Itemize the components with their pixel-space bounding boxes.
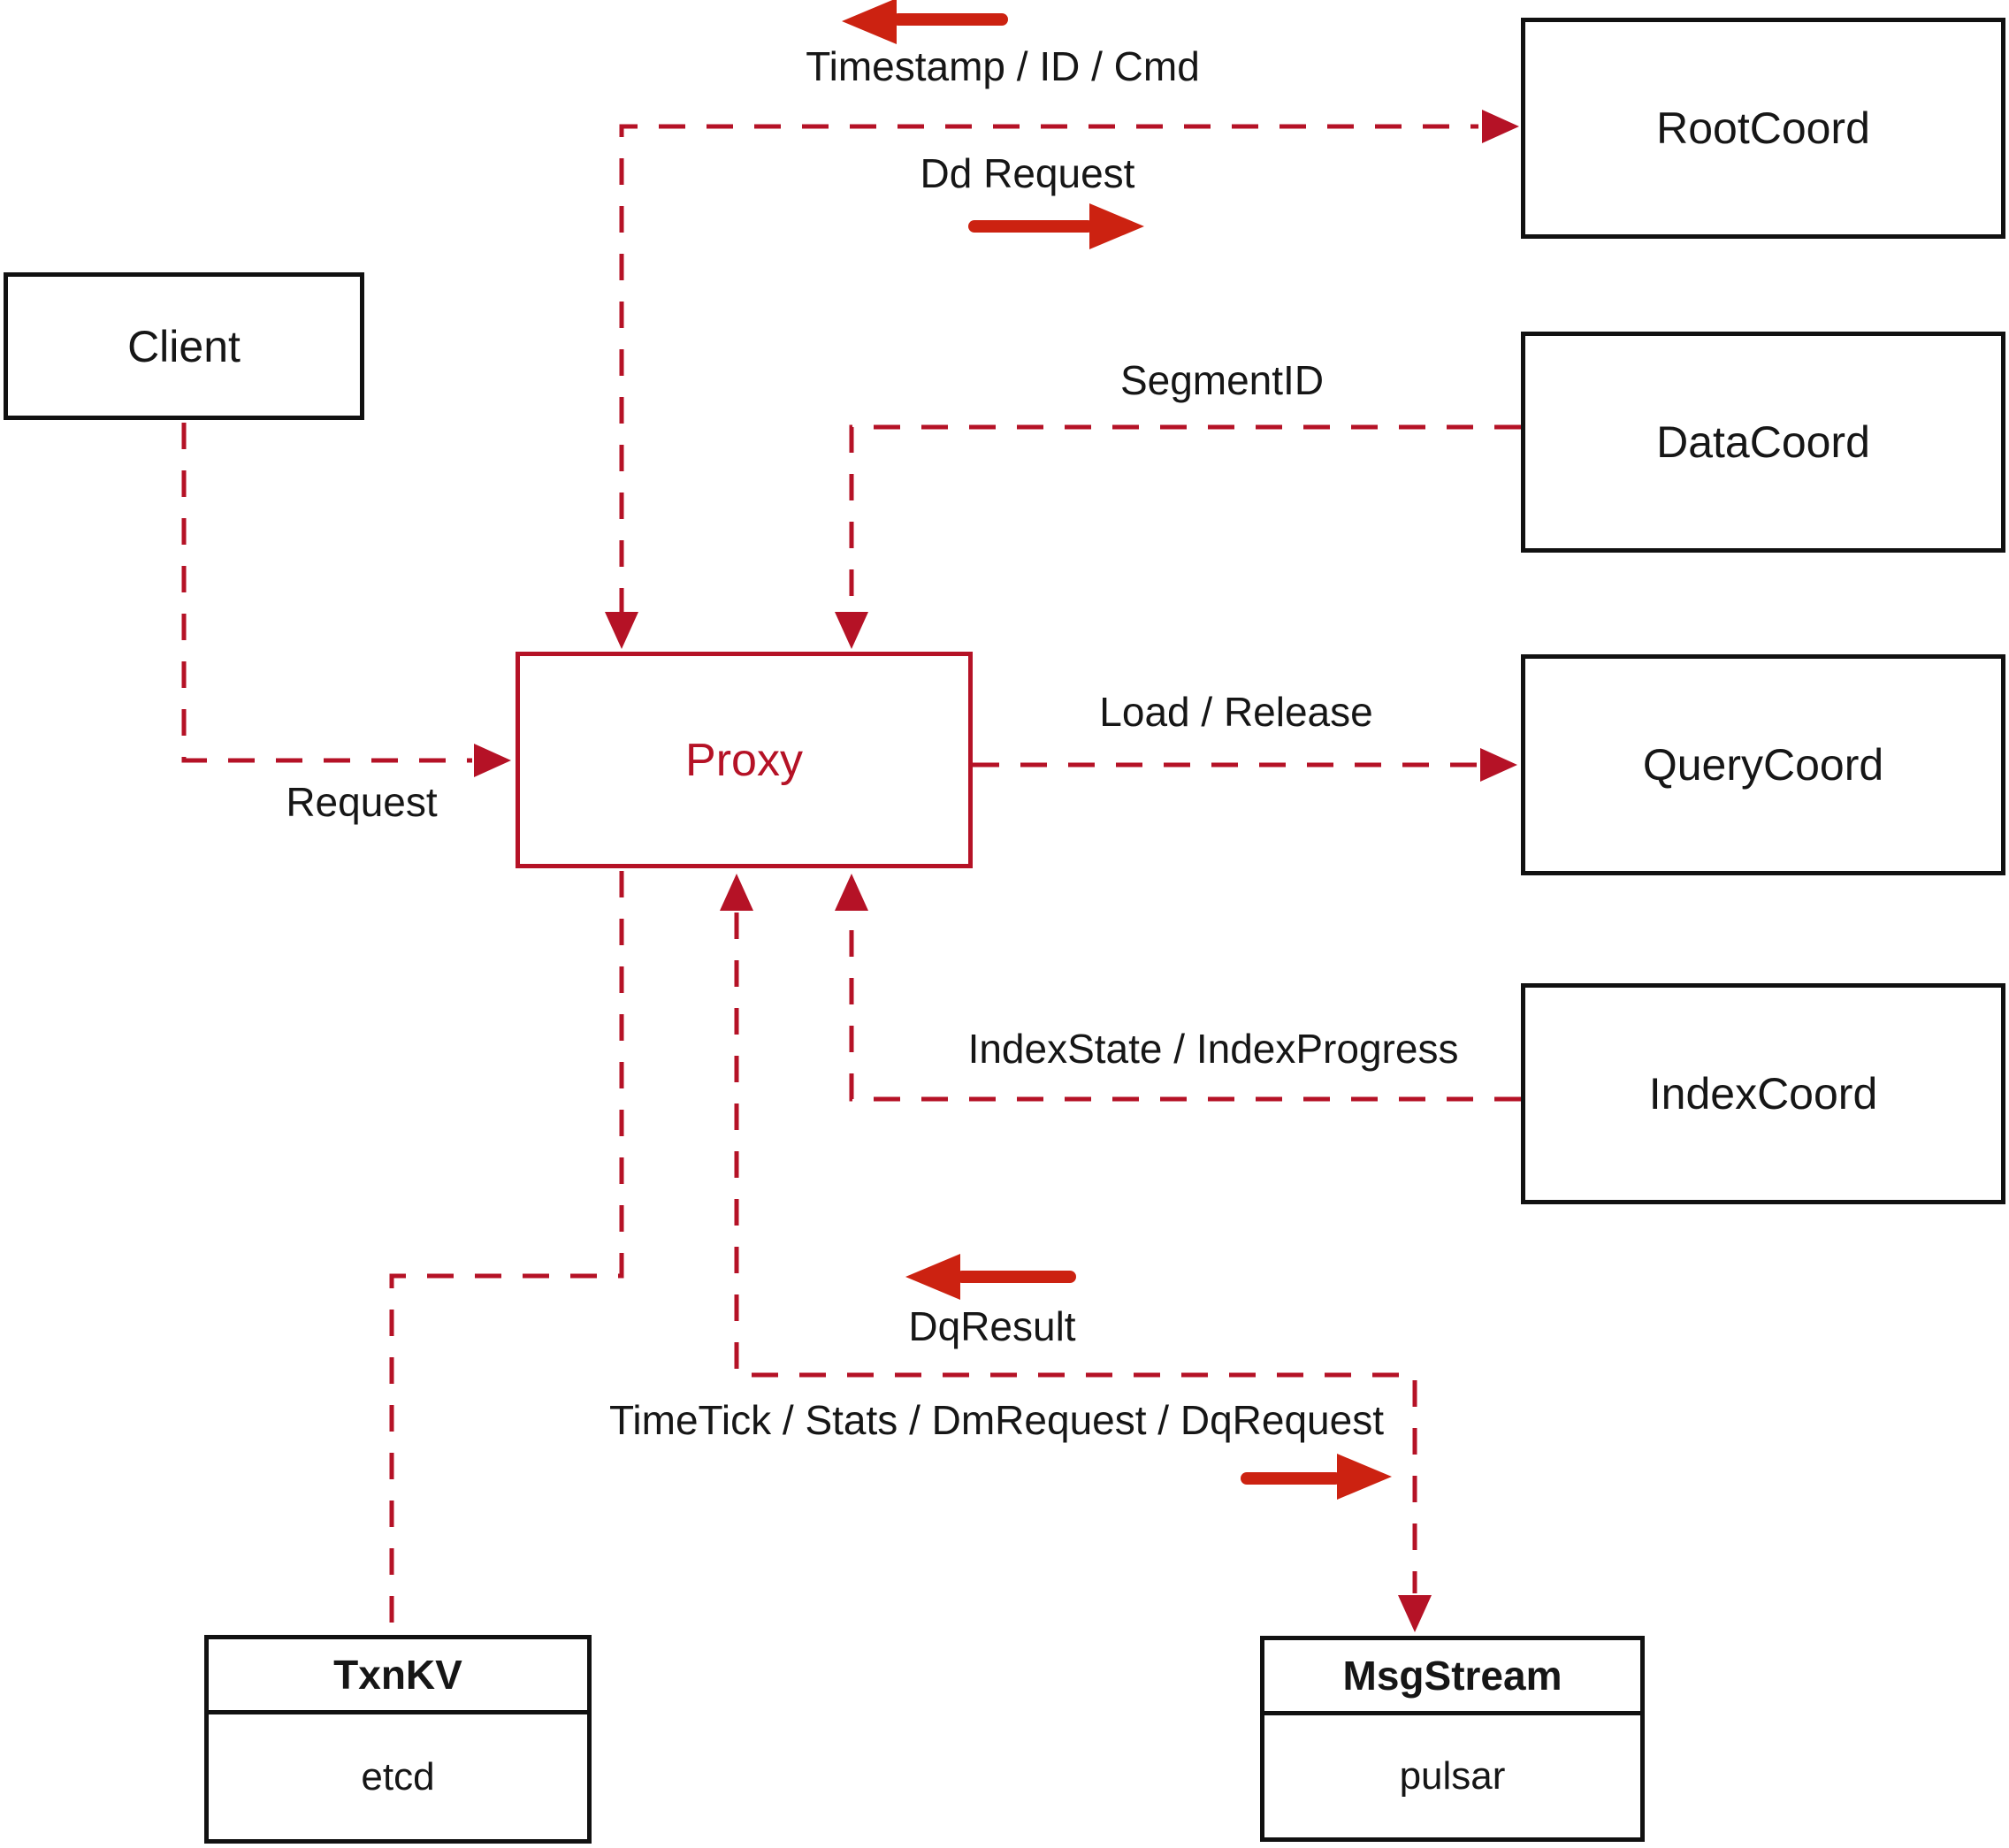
edge-label-load-release: Load / Release [1099,689,1373,735]
node-txnkv-subtitle: etcd [361,1754,435,1798]
direction-arrow-left-dqresult-icon [905,1254,1076,1300]
direction-arrow-left-top-icon [842,0,1008,44]
node-msgstream: MsgStream pulsar [1260,1636,1645,1842]
edge-label-timestamp-id-cmd: Timestamp / ID / Cmd [806,43,1200,89]
edge-proxy-txnkv [389,871,624,1631]
edge-label-segmentid: SegmentID [1119,357,1325,403]
arrowhead-into-proxy-left-icon [474,744,511,777]
node-datacoord-label: DataCoord [1656,417,1870,467]
edge-proxy-msgstream [734,913,1417,1593]
node-querycoord-label: QueryCoord [1642,740,1884,790]
direction-arrow-right-dd-request-icon [968,203,1144,249]
node-indexcoord-label: IndexCoord [1648,1069,1878,1119]
edge-indexcoord-proxy [849,913,1521,1102]
node-proxy: Proxy [516,652,973,868]
node-indexcoord: IndexCoord [1521,983,2005,1204]
arrowhead-into-proxy-bottom-right-icon [835,874,868,911]
arrowhead-into-msgstream-icon [1398,1595,1432,1632]
node-client: Client [4,272,364,420]
edge-label-timetick-stats-dmrequest-dqrequest: TimeTick / Stats / DmRequest / DqRequest [609,1397,1384,1443]
edge-label-dqresult: DqResult [908,1303,1076,1349]
edge-client-proxy [181,423,472,763]
arrowhead-into-rootcoord-icon [1482,110,1519,143]
node-datacoord: DataCoord [1521,332,2005,553]
arrowhead-into-proxy-top-right-icon [835,612,868,649]
edge-label-dd-request: Dd Request [920,150,1135,196]
node-rootcoord-label: RootCoord [1656,103,1870,153]
node-querycoord: QueryCoord [1521,654,2005,875]
node-client-label: Client [127,321,241,371]
node-msgstream-title: MsgStream [1264,1640,1640,1715]
edge-label-request: Request [286,779,438,825]
arrowhead-into-proxy-top-left-icon [605,612,638,649]
edge-proxy-rootcoord [619,124,1478,615]
arrowhead-into-querycoord-icon [1480,748,1517,782]
node-proxy-label: Proxy [685,734,803,786]
node-rootcoord: RootCoord [1521,18,2005,239]
edge-datacoord-proxy [849,424,1521,612]
node-txnkv-title: TxnKV [209,1639,587,1714]
node-txnkv: TxnKV etcd [204,1635,592,1844]
direction-arrow-right-timetick-icon [1241,1454,1392,1500]
node-msgstream-subtitle: pulsar [1399,1754,1506,1798]
edge-label-indexstate-indexprogress: IndexState / IndexProgress [967,1026,1459,1072]
arrowhead-into-proxy-bottom-left-icon [720,874,753,911]
